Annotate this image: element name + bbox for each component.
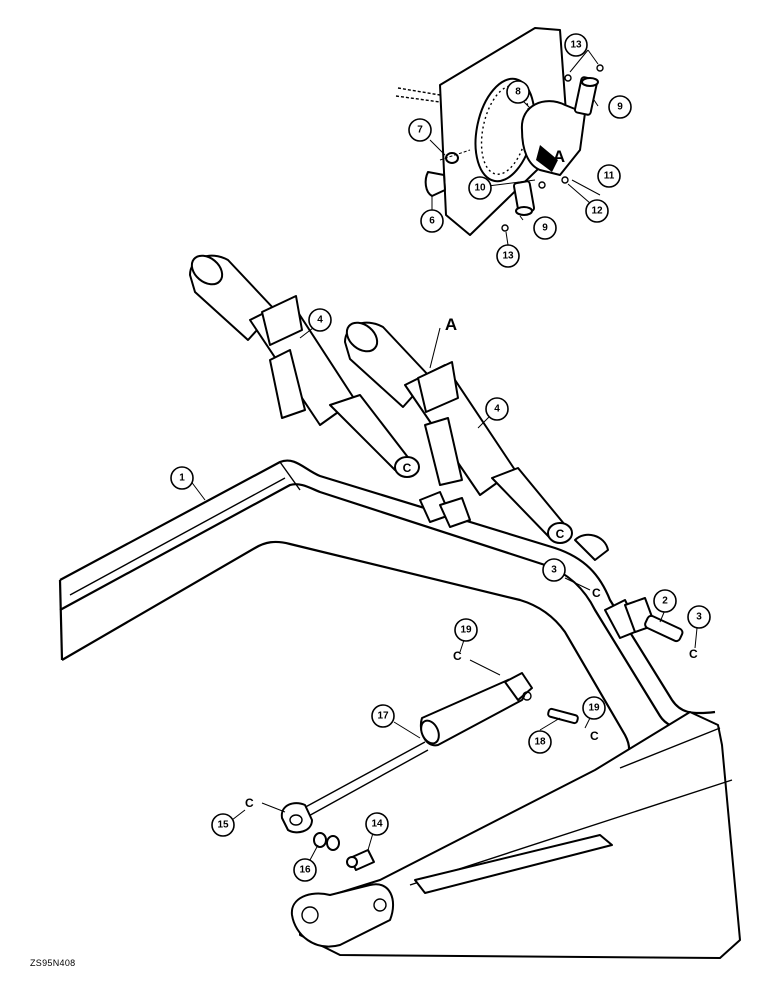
svg-text:C: C (592, 586, 601, 600)
section-letter-upper: A (553, 147, 565, 166)
plug (424, 171, 446, 197)
svg-text:17: 17 (377, 711, 389, 722)
svg-text:19: 19 (588, 703, 600, 714)
callout-9: 9 (533, 216, 557, 240)
svg-text:4: 4 (494, 404, 500, 415)
callout-18: 18 (528, 730, 552, 754)
svg-text:7: 7 (417, 125, 423, 136)
svg-text:C: C (245, 796, 254, 810)
callout-1: 1 (170, 466, 194, 490)
callout-13: 13 (564, 33, 588, 57)
callout-14: 14 (365, 812, 389, 836)
callout-6: 6 (420, 209, 444, 233)
figure-code: ZS95N408 (30, 958, 76, 968)
svg-text:9: 9 (617, 102, 623, 113)
svg-text:C: C (556, 527, 565, 541)
svg-text:4: 4 (317, 315, 323, 326)
svg-text:13: 13 (570, 40, 582, 51)
svg-text:16: 16 (299, 865, 311, 876)
callout-7: 7 (408, 118, 432, 142)
svg-text:18: 18 (534, 737, 546, 748)
callout-17: 17 (371, 704, 395, 728)
svg-text:1: 1 (179, 473, 185, 484)
pivot-pin (644, 614, 684, 643)
svg-text:19: 19 (460, 625, 472, 636)
lift-cylinder-right: C (344, 321, 573, 544)
callout-19: 19 (582, 696, 606, 720)
callout-4: 4 (308, 308, 332, 332)
callout-2: 2 (653, 589, 677, 613)
callout-8: 8 (506, 80, 530, 104)
front-lug (290, 883, 395, 948)
svg-text:3: 3 (696, 612, 702, 623)
svg-text:12: 12 (591, 206, 603, 217)
callout-11: 11 (597, 164, 621, 188)
svg-text:2: 2 (662, 596, 668, 607)
cylinder-pin (547, 707, 579, 725)
callout-12: 12 (585, 199, 609, 223)
svg-text:13: 13 (502, 251, 514, 262)
svg-text:C: C (403, 461, 412, 475)
callout-9: 9 (608, 95, 632, 119)
svg-text:C: C (689, 647, 698, 661)
svg-text:8: 8 (515, 87, 521, 98)
callout-13: 13 (496, 244, 520, 268)
svg-text:C: C (590, 729, 599, 743)
svg-text:11: 11 (604, 171, 615, 182)
svg-text:C: C (453, 649, 462, 663)
svg-text:3: 3 (551, 565, 557, 576)
callout-15: 15 (211, 813, 235, 837)
section-letter-lower: A (445, 315, 457, 334)
svg-text:6: 6 (429, 216, 435, 227)
svg-text:14: 14 (371, 819, 383, 830)
callout-16: 16 (293, 858, 317, 882)
lift-cylinder-left: C (189, 254, 420, 478)
callout-3: 3 (542, 558, 566, 582)
svg-text:10: 10 (474, 183, 486, 194)
callout-3: 3 (687, 605, 711, 629)
callout-19: 19 (454, 618, 478, 642)
svg-text:9: 9 (542, 223, 548, 234)
svg-text:15: 15 (217, 820, 229, 831)
tilt-cylinder (280, 672, 533, 834)
main-frame (58, 459, 741, 959)
callout-10: 10 (468, 176, 492, 200)
callout-4: 4 (485, 397, 509, 421)
